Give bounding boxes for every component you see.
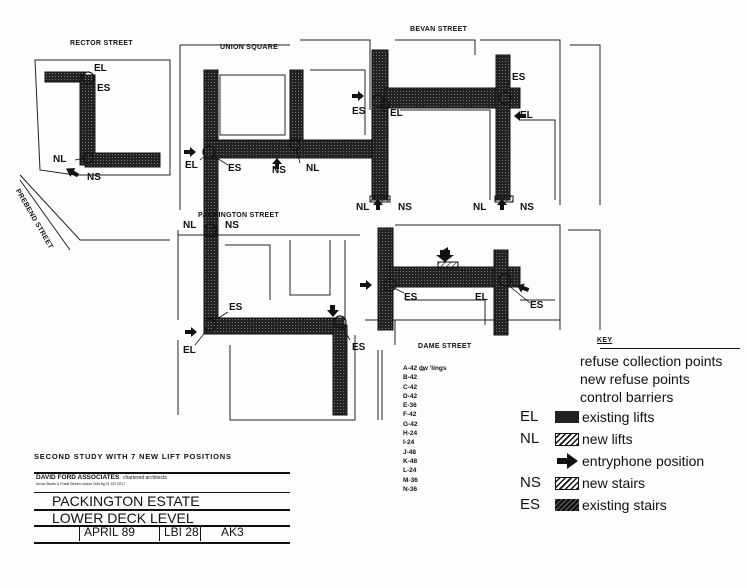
key-item-existing-lifts: EL existing lifts bbox=[520, 406, 747, 428]
tag-ns: NS bbox=[87, 172, 101, 183]
key-label: new stairs bbox=[582, 475, 646, 491]
key-item-refuse-collection: refuse collection points bbox=[580, 353, 723, 369]
dwelling-item: K-48 bbox=[403, 457, 418, 465]
drawing-title: LOWER DECK LEVEL bbox=[52, 510, 194, 526]
entryphone-arrows bbox=[65, 91, 530, 337]
key-label: existing lifts bbox=[582, 409, 655, 425]
hatch-swatch-icon bbox=[555, 476, 579, 490]
firm-role: chartered architects bbox=[123, 475, 167, 481]
tag-es: ES bbox=[352, 342, 366, 353]
tag-el: EL bbox=[390, 108, 403, 119]
key-item-entryphone: entryphone position bbox=[520, 450, 747, 472]
dense-hatch-swatch-icon bbox=[555, 499, 579, 511]
hatch-swatch-icon bbox=[555, 432, 579, 446]
tag-es: ES bbox=[352, 106, 366, 117]
dwelling-item: L-24 bbox=[403, 467, 417, 475]
tag-el: EL bbox=[475, 292, 488, 303]
firm-address: Arrow Studio & Frank Street London N4A 8… bbox=[36, 482, 126, 486]
key-label: new lifts bbox=[582, 431, 633, 447]
key-code: NS bbox=[520, 474, 541, 491]
street-label-rector: RECTOR STREET bbox=[70, 40, 133, 47]
tag-nl: NL bbox=[473, 202, 487, 213]
job-number: LBI 28 bbox=[159, 525, 199, 541]
key-item-control-barriers: control barriers bbox=[580, 389, 674, 405]
tag-el: EL bbox=[520, 110, 533, 121]
key-item-new-stairs: NS new stairs bbox=[520, 472, 747, 494]
key-item-existing-stairs: ES existing stairs bbox=[520, 494, 747, 516]
tag-nl: NL bbox=[183, 220, 197, 231]
tag-es: ES bbox=[404, 292, 418, 303]
site-outlines bbox=[19, 39, 601, 421]
study-title: SECOND STUDY WITH 7 NEW LIFT POSITIONS bbox=[34, 452, 232, 461]
tag-el: EL bbox=[185, 160, 198, 171]
tag-el: EL bbox=[94, 63, 107, 74]
tag-ns: NS bbox=[272, 165, 286, 176]
key-title: KEY bbox=[597, 337, 613, 344]
rule bbox=[34, 509, 290, 511]
dwelling-item: M-36 bbox=[403, 476, 418, 484]
tag-ns: NS bbox=[398, 202, 412, 213]
dwelling-item: J-48 bbox=[403, 448, 417, 456]
tag-es: ES bbox=[228, 163, 242, 174]
key-label: existing stairs bbox=[582, 497, 667, 513]
key-item-new-lifts: NL new lifts bbox=[520, 428, 747, 450]
key-label: entryphone position bbox=[582, 453, 705, 469]
street-label-dame: DAME STREET bbox=[418, 343, 472, 350]
dwelling-item: N-36 bbox=[403, 485, 418, 493]
tag-es: ES bbox=[229, 302, 243, 313]
dwelling-item: F-42 bbox=[403, 411, 417, 419]
dwelling-item: C-42 bbox=[403, 383, 418, 391]
key-item-new-refuse: new refuse points bbox=[580, 371, 690, 387]
dwelling-item: B-42 bbox=[403, 374, 418, 382]
tag-nl: NL bbox=[53, 154, 67, 165]
key-legend: refuse collection points new refuse poin… bbox=[520, 352, 747, 516]
tag-el: EL bbox=[183, 345, 196, 356]
project-name: PACKINGTON ESTATE bbox=[52, 493, 200, 509]
tag-es: ES bbox=[97, 83, 111, 94]
dwelling-item: H-24 bbox=[403, 430, 418, 438]
leader-lines bbox=[74, 79, 531, 371]
arrow-right-icon bbox=[557, 453, 578, 469]
key-code: EL bbox=[520, 408, 539, 425]
key-code: NL bbox=[520, 430, 540, 447]
dwelling-item: I-24 bbox=[403, 439, 415, 447]
tag-nl: NL bbox=[356, 202, 370, 213]
street-label-bevan: BEVAN STREET bbox=[410, 26, 468, 33]
building-blocks bbox=[44, 49, 521, 416]
dwelling-item: D-42 bbox=[403, 392, 418, 400]
rule bbox=[34, 525, 290, 527]
drawing-number: AK3 bbox=[200, 525, 244, 541]
tag-ns: NS bbox=[225, 220, 239, 231]
tag-nl: NL bbox=[306, 163, 320, 174]
rule bbox=[34, 542, 290, 544]
rule bbox=[34, 492, 290, 493]
rule bbox=[34, 472, 290, 474]
tag-ns: NS bbox=[520, 202, 534, 213]
dwelling-list: A-42 dw 'lings B-42 C-42 D-42 E-36 F-42 … bbox=[403, 364, 446, 494]
dwelling-item: G-42 bbox=[403, 420, 418, 428]
key-rule bbox=[600, 348, 740, 349]
solid-swatch-icon bbox=[555, 411, 579, 423]
drawing-date: APRIL 89 bbox=[79, 525, 135, 541]
key-code: ES bbox=[520, 496, 541, 513]
firm-name: DAVID FORD ASSOCIATES bbox=[36, 474, 120, 481]
tag-es: ES bbox=[512, 72, 526, 83]
tag-es: ES bbox=[530, 300, 544, 311]
street-label-union-square: UNION SQUARE bbox=[220, 44, 279, 51]
street-label-packington: PACKINGTON STREET bbox=[198, 212, 280, 219]
dwelling-item: E-36 bbox=[403, 402, 417, 410]
dwelling-item: A-42 dw 'lings bbox=[403, 365, 447, 372]
